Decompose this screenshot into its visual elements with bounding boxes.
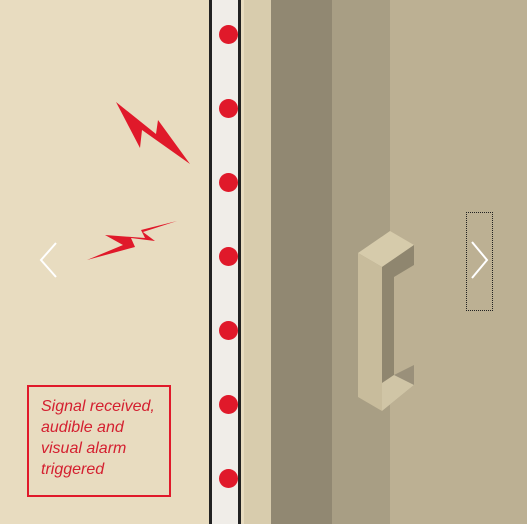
led-indicator — [219, 395, 238, 414]
chevron-right-icon — [471, 241, 489, 279]
previous-slide-button[interactable] — [36, 240, 62, 280]
wall-panel — [0, 0, 210, 524]
door-handle-icon — [358, 231, 414, 411]
led-indicator — [219, 25, 238, 44]
led-indicator — [219, 173, 238, 192]
door-edge-shadow — [271, 0, 332, 524]
led-indicator — [219, 99, 238, 118]
door-frame — [244, 0, 271, 524]
sensor-strip — [209, 0, 241, 524]
next-slide-button[interactable] — [466, 212, 493, 311]
alarm-caption: Signal received, audible and visual alar… — [41, 398, 155, 478]
lightning-bolt-icon — [116, 102, 190, 164]
lightning-bolt-icon — [87, 221, 177, 260]
alarm-caption-box: Signal received, audible and visual alar… — [27, 385, 171, 497]
led-indicator — [219, 247, 238, 266]
led-indicator — [219, 321, 238, 340]
chevron-left-icon — [39, 242, 57, 278]
led-indicator — [219, 469, 238, 488]
